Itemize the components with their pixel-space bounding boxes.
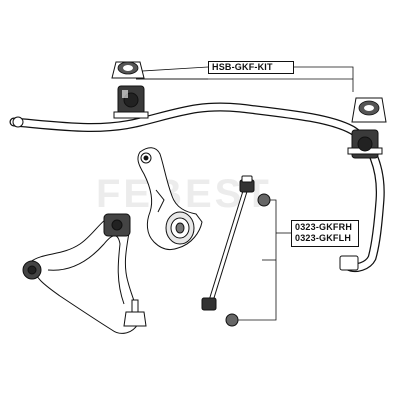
stabilizer-bar — [9, 102, 385, 273]
lower-control-arm — [22, 213, 147, 334]
part-number-link-box: 0323-GKFRH 0323-GKFLH — [291, 220, 359, 247]
bushing-top-left-separate — [111, 61, 145, 79]
part-number-link-left: 0323-GKFLH — [295, 233, 352, 243]
stabilizer-bar-fill — [10, 103, 384, 271]
part-number-link-right: 0323-GKFRH — [295, 222, 353, 232]
bushing-top-right-separate — [351, 97, 387, 123]
steering-knuckle — [137, 147, 203, 251]
stabilizer-bar-end — [12, 116, 24, 128]
bushing-right-mounted — [347, 129, 383, 159]
leader-line-hsb-right — [294, 66, 354, 92]
bushing-left-mounted — [113, 85, 149, 119]
stabilizer-link — [201, 175, 271, 327]
stabilizer-bar-end-bracket — [339, 255, 359, 271]
part-number-bushing-kit: HSB-GKF-KIT — [208, 61, 294, 74]
